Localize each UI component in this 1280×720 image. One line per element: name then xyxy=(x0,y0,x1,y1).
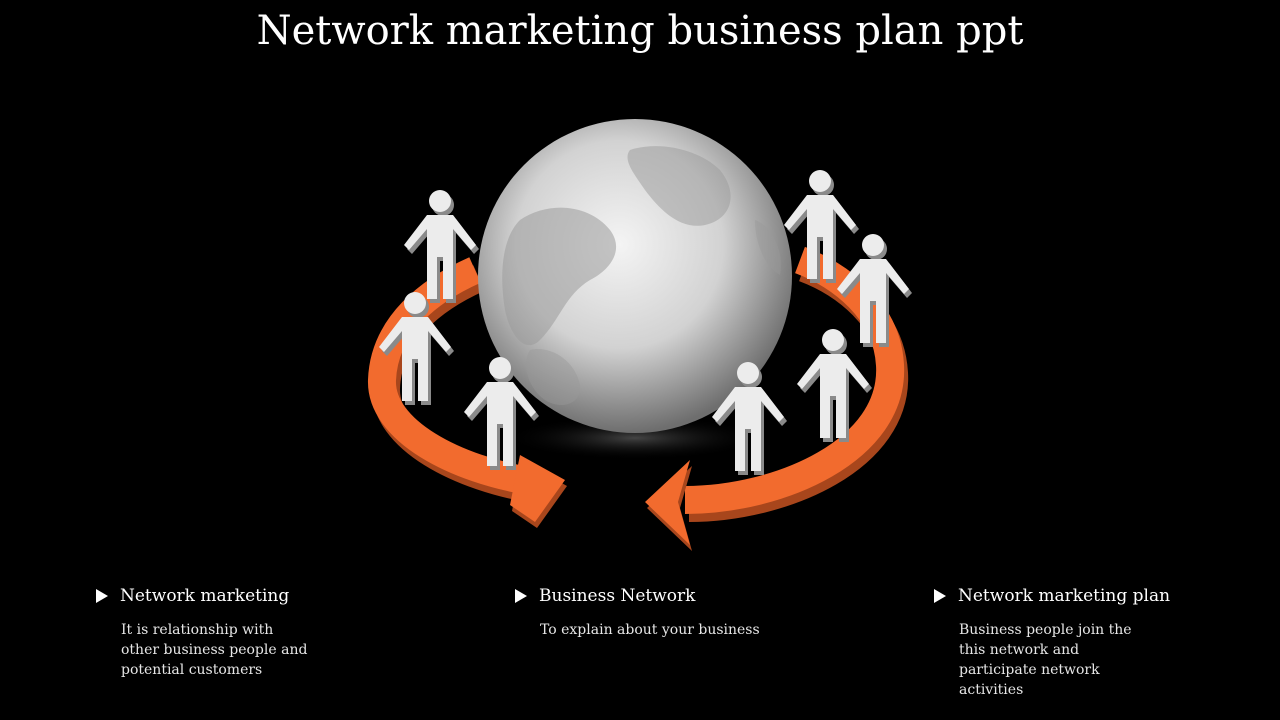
info-block-network-marketing: Network marketing It is relationship wit… xyxy=(96,586,396,680)
slide-title: Network marketing business plan ppt xyxy=(256,8,1024,54)
info-block-network-marketing-plan: Network marketing plan Business people j… xyxy=(934,586,1234,700)
info-block-business-network: Business Network To explain about your b… xyxy=(515,586,815,640)
triangle-bullet-icon xyxy=(515,589,527,603)
triangle-bullet-icon xyxy=(96,589,108,603)
network-globe-graphic xyxy=(360,110,920,560)
info-description: To explain about your business xyxy=(540,622,760,638)
info-heading: Business Network xyxy=(539,586,696,606)
info-description: It is relationship with other business p… xyxy=(121,622,308,678)
triangle-bullet-icon xyxy=(934,589,946,603)
info-heading: Network marketing plan xyxy=(958,586,1171,606)
globe-icon xyxy=(478,119,792,433)
info-heading: Network marketing xyxy=(120,586,290,606)
info-description: Business people join the this network an… xyxy=(959,622,1132,698)
